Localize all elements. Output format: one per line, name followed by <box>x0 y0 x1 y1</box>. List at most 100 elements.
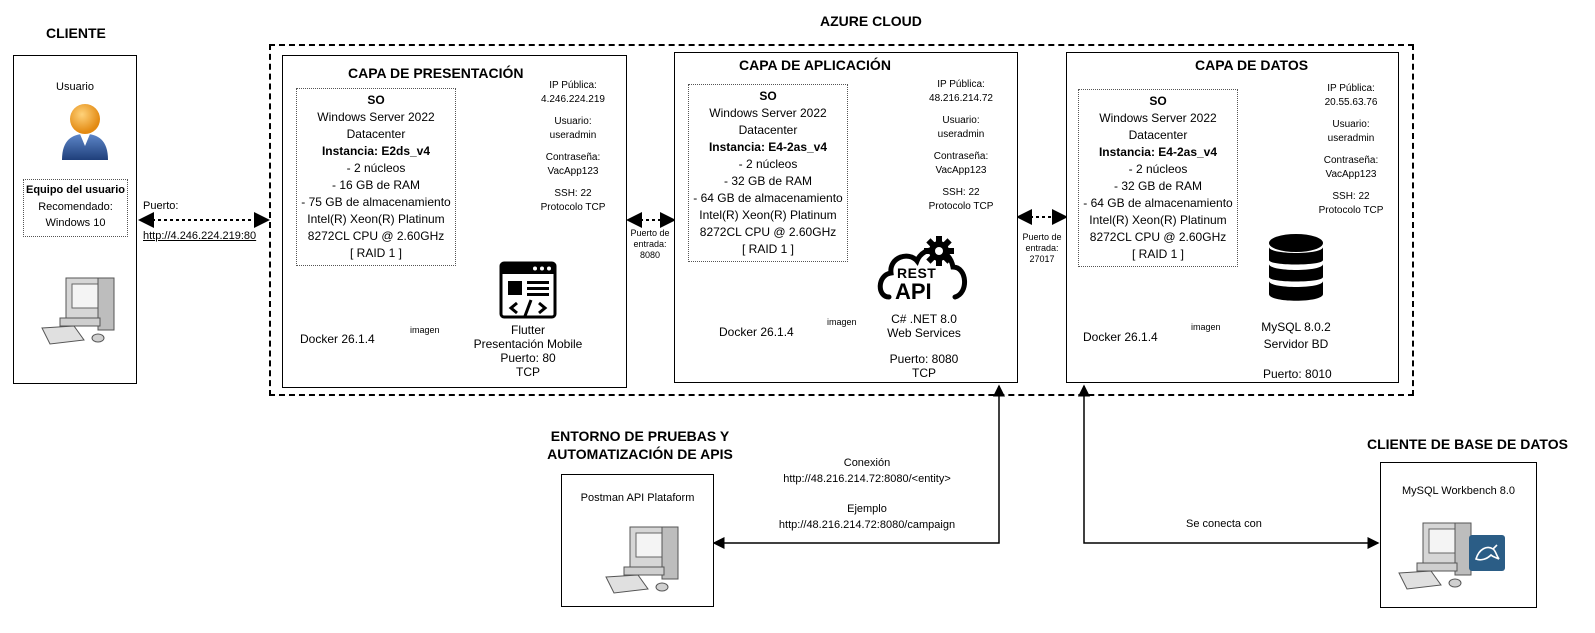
spec-cores: - 2 núcleos <box>738 157 798 171</box>
data-layer-box: CAPA DE DATOS SO Windows Server 2022 Dat… <box>1066 52 1399 383</box>
client-url-link[interactable]: http://4.246.224.219:80 <box>143 230 257 242</box>
example-label: Ejemplo <box>847 503 887 515</box>
equip-title: Equipo del usuario <box>25 184 125 196</box>
service-name: C# .NET 8.0 <box>891 312 957 326</box>
postman-label: Postman API Plataform <box>580 492 695 504</box>
spec-raid: [ RAID 1 ] <box>349 246 402 260</box>
protocol: Protocolo TCP <box>928 201 994 212</box>
spec-edition: Datacenter <box>1128 128 1188 142</box>
user-icon <box>62 104 108 160</box>
service-name: Flutter <box>510 323 545 337</box>
conn-label: Conexión <box>843 457 891 469</box>
example-url: http://48.216.214.72:8080/campaign <box>778 519 956 531</box>
data-service: MySQL 8.0.2 Servidor BD <box>1247 319 1345 353</box>
application-docker: Docker 26.1.4 <box>719 325 794 339</box>
presentation-service: Flutter Presentación Mobile Puerto: 80 T… <box>473 323 583 379</box>
database-icon <box>1269 234 1323 301</box>
spec-edition: Datacenter <box>346 127 406 141</box>
postman-connection-info: Conexión http://48.216.214.72:8080/<enti… <box>760 455 974 533</box>
mysql-workbench-icon <box>1469 535 1505 571</box>
spec-cpu: Intel(R) Xeon(R) Platinum <box>307 212 445 226</box>
application-info: IP Pública: 48.216.214.72 Usuario: usera… <box>915 78 1007 214</box>
application-layer-box: CAPA DE APLICACIÓN SO Windows Server 202… <box>674 52 1018 383</box>
spec-os: Windows Server 2022 <box>317 110 435 124</box>
spec-raid: [ RAID 1 ] <box>1131 247 1184 261</box>
data-title: CAPA DE DATOS <box>1195 57 1309 73</box>
service-protocol: TCP <box>912 366 936 380</box>
user-equipment-box: Equipo del usuario Recomendado: Windows … <box>23 179 128 237</box>
equip-recommended: Recomendado: <box>38 201 113 213</box>
data-info: IP Pública: 20.55.63.76 Usuario: useradm… <box>1307 82 1395 218</box>
computer-icon <box>605 526 679 594</box>
port-line: 27017 <box>1029 254 1055 264</box>
ip-value: 4.246.224.219 <box>541 94 605 105</box>
service-name: MySQL 8.0.2 <box>1261 320 1331 334</box>
computer-icon <box>1398 522 1472 590</box>
spec-raid: [ RAID 1 ] <box>741 242 794 256</box>
spec-cpu-model: 8272CL CPU @ 2.60GHz <box>1089 230 1227 244</box>
client-user-label: Usuario <box>56 81 94 93</box>
port-line: entrada: <box>633 239 667 249</box>
connects-label: Se conecta con <box>1186 518 1262 530</box>
spec-ram: - 32 GB de RAM <box>723 174 813 188</box>
ip-value: 48.216.214.72 <box>929 93 993 104</box>
spec-storage: - 75 GB de almacenamiento <box>301 195 451 209</box>
testing-title: ENTORNO DE PRUEBAS Y AUTOMATIZACIÓN DE A… <box>540 427 740 463</box>
pass-value: VacApp123 <box>935 165 987 176</box>
pres-app-port-label: Puerto de entrada: 8080 <box>626 228 674 261</box>
service-desc: Servidor BD <box>1263 337 1329 351</box>
spec-os: Windows Server 2022 <box>1099 111 1217 125</box>
spec-ram: - 16 GB de RAM <box>331 178 421 192</box>
port-line: entrada: <box>1025 243 1059 253</box>
spec-cores: - 2 núcleos <box>346 161 406 175</box>
conn-url: http://48.216.214.72:8080/<entity> <box>783 473 951 485</box>
presentation-title: CAPA DE PRESENTACIÓN <box>348 65 524 81</box>
application-service: C# .NET 8.0 Web Services Puerto: 8080 TC… <box>875 312 973 380</box>
pass-label: Contraseña: <box>545 152 601 163</box>
user-label: Usuario: <box>554 116 592 127</box>
ip-label: IP Pública: <box>549 80 597 91</box>
workbench-box: MySQL Workbench 8.0 <box>1380 462 1537 608</box>
port-line: Puerto de <box>1022 232 1062 242</box>
presentation-spec-box: SO Windows Server 2022 Datacenter Instan… <box>296 88 456 266</box>
protocol: Protocolo TCP <box>540 202 606 213</box>
ssh-port: SSH: 22 <box>554 188 592 199</box>
service-desc: Web Services <box>887 326 961 340</box>
spec-storage: - 64 GB de almacenamiento <box>1083 196 1233 210</box>
data-docker: Docker 26.1.4 <box>1083 330 1158 344</box>
port-line: 8080 <box>639 250 661 260</box>
postman-box: Postman API Plataform <box>561 474 714 607</box>
service-port: Puerto: 80 <box>500 351 556 365</box>
ip-label: IP Pública: <box>937 79 985 90</box>
client-title: CLIENTE <box>46 25 106 41</box>
api-logo-top: REST <box>897 265 937 281</box>
equip-os: Windows 10 <box>45 217 106 229</box>
port-line: Puerto de <box>630 228 670 238</box>
data-port: Puerto: 8010 <box>1263 367 1332 381</box>
spec-os: Windows Server 2022 <box>709 106 827 120</box>
spec-cpu: Intel(R) Xeon(R) Platinum <box>699 208 837 222</box>
data-image-label: imagen <box>1191 322 1221 332</box>
spec-ram: - 32 GB de RAM <box>1113 179 1203 193</box>
db-client-title: CLIENTE DE BASE DE DATOS <box>1367 436 1568 452</box>
spec-so: SO <box>367 93 385 107</box>
pass-value: VacApp123 <box>547 166 599 177</box>
presentation-docker: Docker 26.1.4 <box>300 332 375 346</box>
user-label: Usuario: <box>1332 119 1370 130</box>
application-title: CAPA DE APLICACIÓN <box>739 57 891 73</box>
testing-title-line: AUTOMATIZACIÓN DE APIS <box>547 446 733 462</box>
ip-value: 20.55.63.76 <box>1324 97 1378 108</box>
workbench-label: MySQL Workbench 8.0 <box>1401 485 1516 497</box>
presentation-info: IP Pública: 4.246.224.219 Usuario: usera… <box>527 79 619 215</box>
user-value: useradmin <box>937 129 985 140</box>
service-desc: Presentación Mobile <box>473 337 583 351</box>
presentation-layer-box: CAPA DE PRESENTACIÓN SO Windows Server 2… <box>282 55 627 388</box>
pass-value: VacApp123 <box>1325 169 1377 180</box>
protocol: Protocolo TCP <box>1318 205 1384 216</box>
client-box: Usuario Equipo del usuario Recomendado: … <box>13 55 137 384</box>
spec-cpu: Intel(R) Xeon(R) Platinum <box>1089 213 1227 227</box>
ssh-port: SSH: 22 <box>1332 191 1370 202</box>
ip-label: IP Pública: <box>1327 83 1375 94</box>
application-spec-box: SO Windows Server 2022 Datacenter Instan… <box>688 84 848 262</box>
spec-so: SO <box>759 89 777 103</box>
